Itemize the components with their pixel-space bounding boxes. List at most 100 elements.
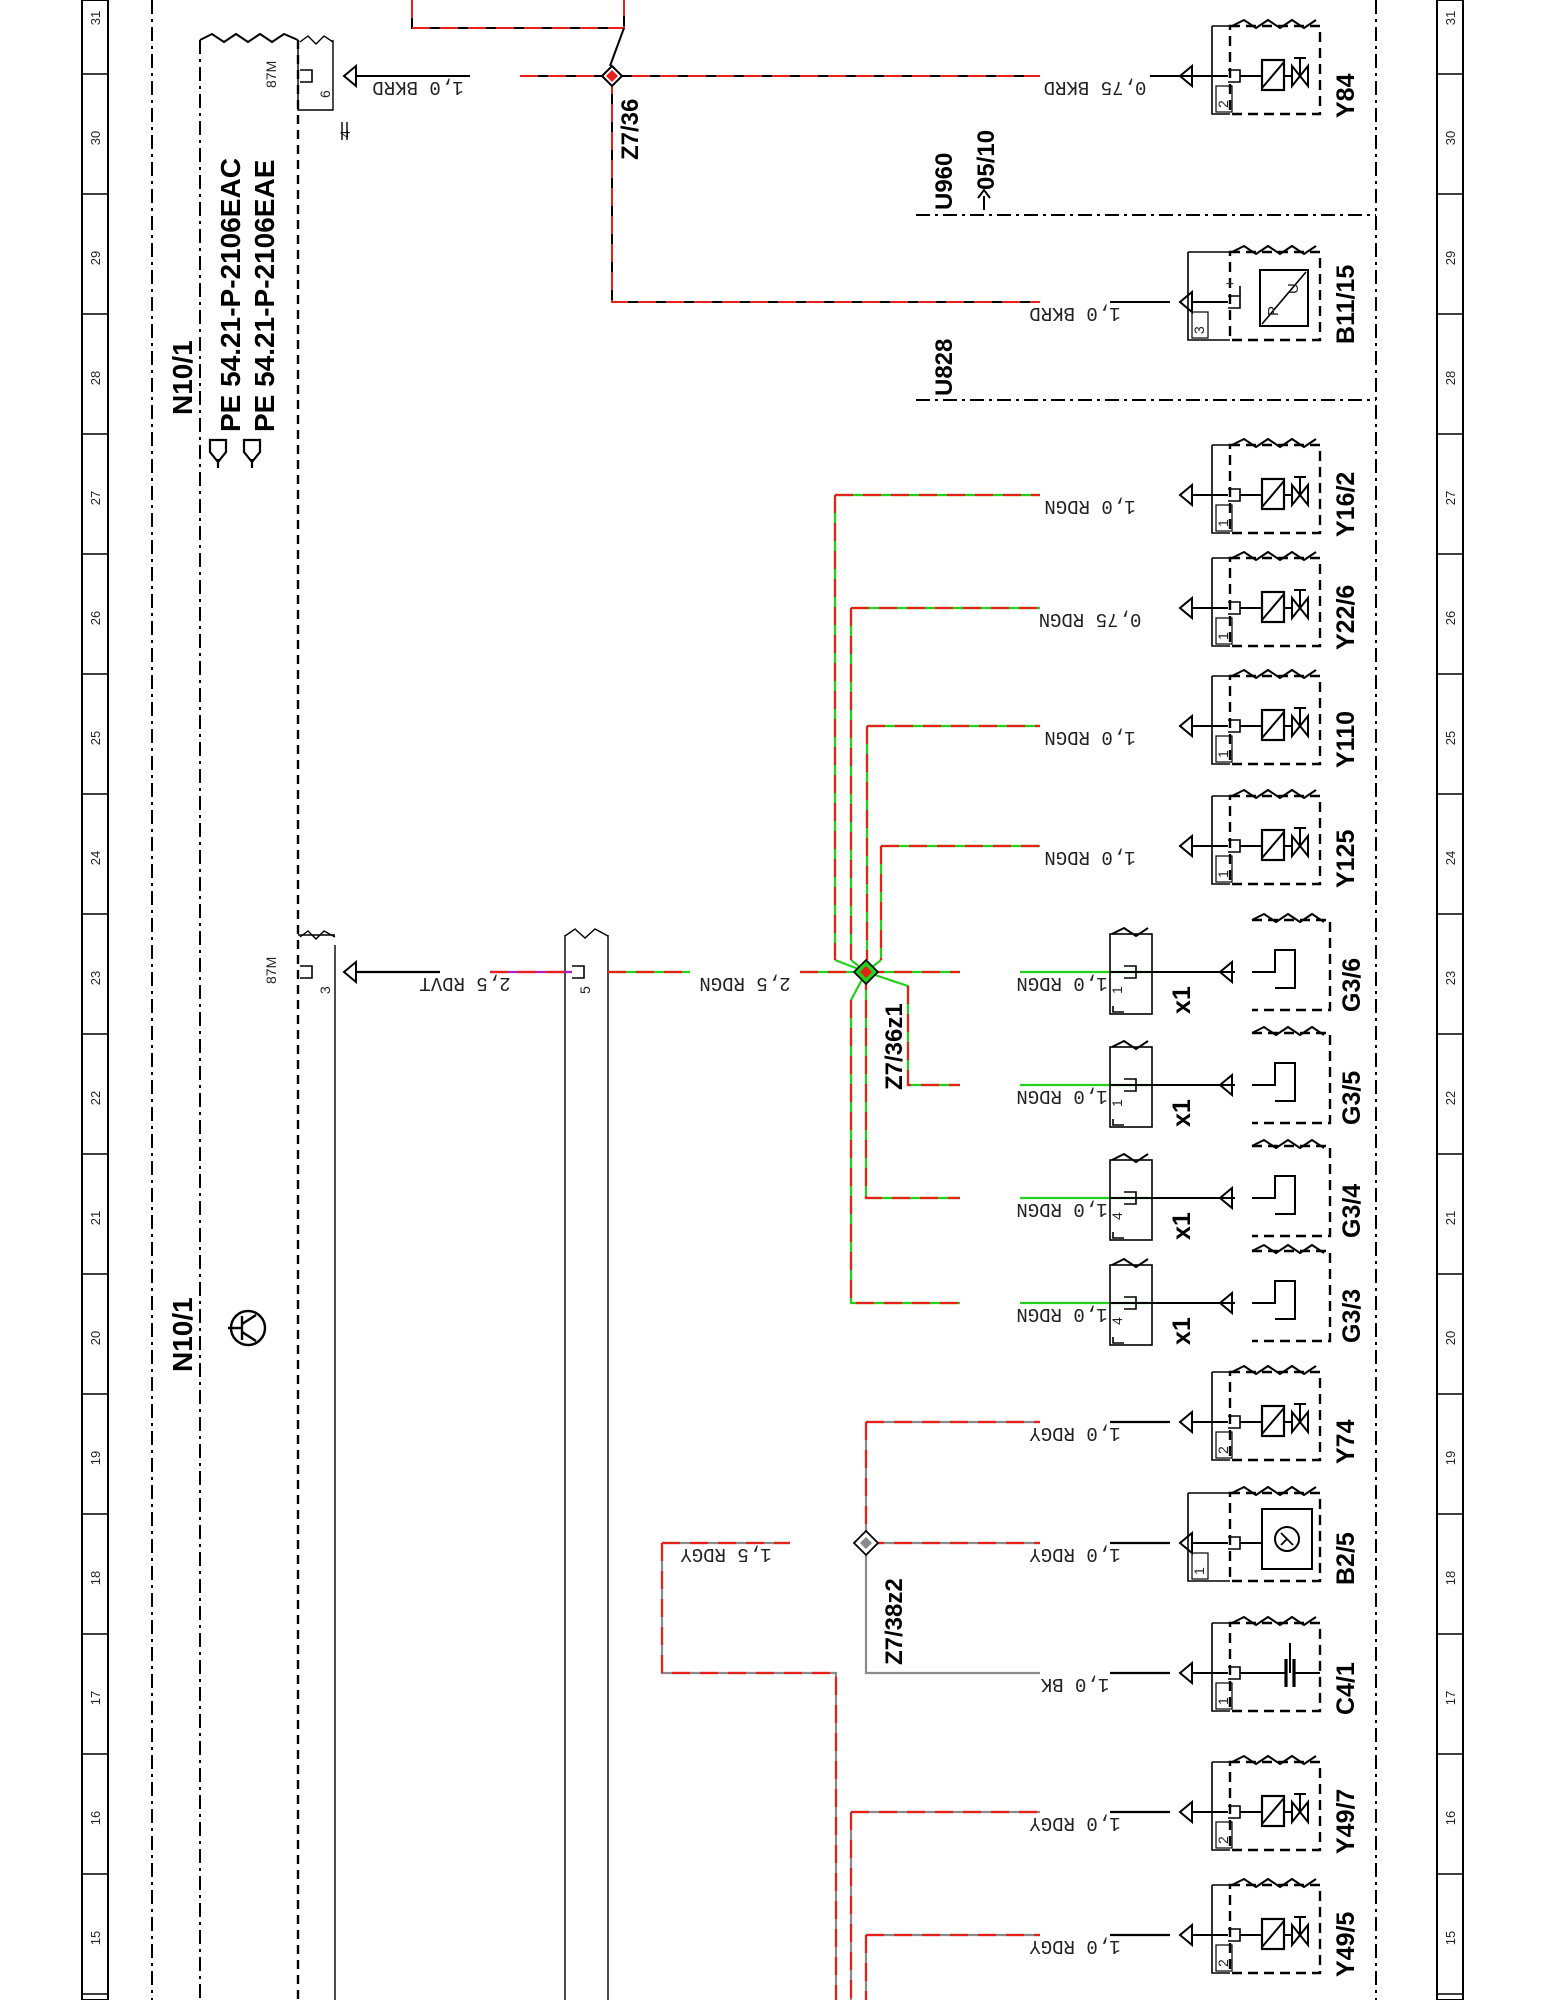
top-pin6-label: 6 [317,90,333,98]
svg-text:+: + [1222,279,1239,288]
svg-text:G3/6: G3/6 [1338,958,1366,1012]
grid-number: 19 [88,1451,103,1465]
connector-strips [297,40,609,2000]
svg-text:4: 4 [1109,1317,1125,1325]
component-g3-5: 1 x1 G3/5 [1109,1025,1366,1128]
grid-number: 15 [88,1931,103,1945]
wire-label-y110: 1,0 RDGN [1044,726,1135,748]
mid-pin3-label: 3 [317,986,333,994]
component-g3-3: 4 x1 G3/3 [1109,1243,1366,1346]
n10-top-zigzag [199,32,299,44]
svg-text:G3/5: G3/5 [1338,1071,1366,1125]
component-y49-5: 2 Y49/5 [1178,1877,1360,1977]
n10-lower-label: N10/1 [167,1297,198,1372]
x1-label: x1 [1168,986,1196,1014]
svg-text:1: 1 [1109,1099,1125,1107]
svg-text:Y49/5: Y49/5 [1332,1912,1360,1977]
component-b11-15: 3PU+B11/15 [1178,244,1360,344]
grid-number: 23 [1443,971,1458,985]
grid-number: 18 [88,1571,103,1585]
mid-pin5-label: 5 [577,986,593,994]
svg-text:1: 1 [1215,870,1231,878]
svg-text:Y22/6: Y22/6 [1332,585,1360,650]
z7-38z2-label: Z7/38z2 [881,1578,908,1665]
grid-number: 20 [1443,1331,1458,1345]
grid-number: 20 [88,1331,103,1345]
mid-87m-label: 87M [263,957,279,984]
strip-zigzag-1 [299,35,334,45]
component-c4-1: 1 C4/1 [1178,1615,1360,1715]
svg-text:2: 2 [1215,100,1231,108]
arrow-right-icon [977,188,991,210]
grid-number: 26 [1443,611,1458,625]
svg-text:G3/4: G3/4 [1338,1184,1366,1238]
wire-label-y16-2: 1,0 RDGN [1044,495,1135,517]
wire-bkrd-top [356,0,1200,303]
component-b2-5: 1 B2/5 [1178,1485,1360,1585]
strip-zigzag-3 [564,928,609,939]
x1-label: x1 [1168,1317,1196,1345]
grid-number: 30 [1443,131,1458,145]
grid-number: 31 [1443,11,1458,25]
x1-label: x1 [1168,1099,1196,1127]
module-symbol-icon [228,1309,267,1347]
wire-label-g3-4: 1,0 RDGN [1016,1198,1107,1220]
svg-text:G3/3: G3/3 [1338,1289,1366,1343]
wire-label-y125: 1,0 RDGN [1044,846,1135,868]
svg-text:1: 1 [1109,986,1125,994]
wire-label-g3-3: 1,0 RDGN [1016,1303,1107,1325]
module-boundaries [151,0,1377,2000]
svg-text:Y16/2: Y16/2 [1332,472,1360,537]
svg-text:1: 1 [1215,1697,1231,1705]
wire-label-g3-6: 1,0 RDGN [1016,972,1107,994]
svg-text:4: 4 [1109,1212,1125,1220]
top-87m-label: 87M [263,61,279,88]
grid-number: 23 [88,971,103,985]
grid-number: 27 [88,491,103,505]
svg-text:Y74: Y74 [1332,1419,1360,1464]
wire-label-y84: 0,75 BKRD [1044,76,1147,98]
component-g3-6: 1 x1 G3/6 [1109,912,1366,1015]
svg-text:2: 2 [1215,1446,1231,1454]
grid-number: 22 [88,1091,103,1105]
grid-number: 16 [1443,1811,1458,1825]
svg-text:Y110: Y110 [1332,711,1360,768]
u960-arrow-label: 05/10 [973,130,1000,190]
svg-text:C4/1: C4/1 [1332,1662,1360,1715]
wire-label-y49-7: 1,0 RDGY [1029,1812,1121,1834]
grid-number: 28 [88,371,103,385]
grid-number: 19 [1443,1451,1458,1465]
strip-zigzag-2 [299,930,336,940]
grid-number: 17 [88,1691,103,1705]
svg-text:1: 1 [1191,1567,1207,1575]
grid-number: 30 [88,131,103,145]
grid-number: 28 [1443,371,1458,385]
component-y74: 2 Y74 [1178,1364,1360,1464]
wire-label-n10-mid: 2,5 RDVT [419,972,510,994]
component-y110: 1 Y110 [1178,668,1360,768]
grid-number: 24 [88,851,103,865]
grid-number: 15 [1443,1931,1458,1945]
wire-label-c4-1: 1,0 BK [1040,1673,1109,1695]
wire-label-g3-5: 1,0 RDGN [1016,1085,1107,1107]
splice-z7-38z2 [852,1529,880,1557]
svg-text:2: 2 [1215,1959,1231,1967]
grid-number: 17 [1443,1691,1458,1705]
svg-text:1: 1 [1215,750,1231,758]
pe-ref-1-label: PE 54.21-P-2106EAC [215,158,246,432]
u828-label: U828 [931,339,958,396]
svg-text:B2/5: B2/5 [1332,1532,1360,1585]
grid-number: 29 [88,251,103,265]
wire-label-y74: 1,0 RDGY [1029,1422,1121,1444]
grid-number: 21 [88,1211,103,1225]
wire-label-y22-6: 0,75 RDGN [1039,608,1142,630]
grid-number: 16 [88,1811,103,1825]
wire-label-main-rdgn: 2,5 RDGN [699,972,790,994]
